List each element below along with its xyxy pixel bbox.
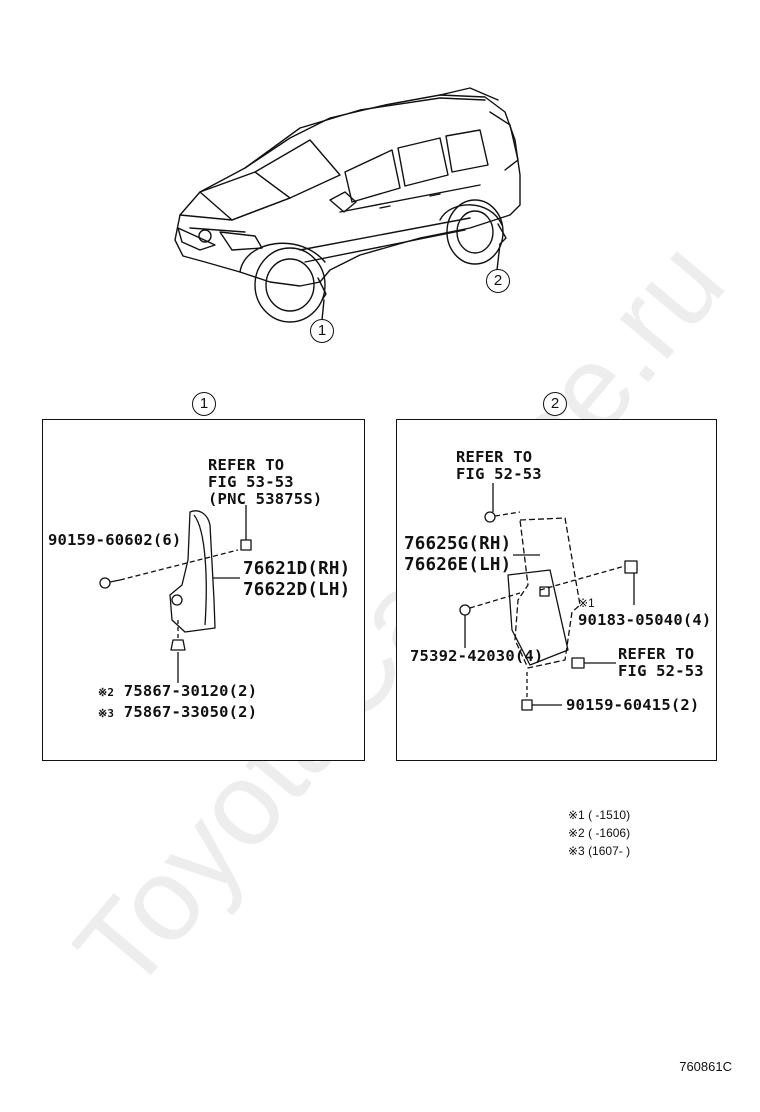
- refer-line-3: (PNC 53875S): [208, 490, 323, 508]
- clip-a-mark: ※2: [98, 686, 115, 699]
- panel-2-title: 2: [543, 392, 567, 416]
- part-bolt-90159-60415: 90159-60415(2): [566, 696, 700, 714]
- note-2: ※2 ( -1606): [568, 826, 631, 840]
- diagram-code: 760861C: [679, 1059, 732, 1074]
- refer-line-2: FIG 53-53: [208, 473, 294, 491]
- panel-1-title: 1: [192, 392, 216, 416]
- refer-bottom-line-2: FIG 52-53: [618, 662, 704, 680]
- part-mudflap-lh-front: 76622D(LH): [243, 580, 351, 600]
- refer-top-line-1: REFER TO: [456, 448, 533, 466]
- part-clip-b: ※3 75867-33050(2): [98, 703, 257, 721]
- note-3: ※3 (1607- ): [568, 844, 631, 858]
- part-mudflap-lh-rear: 76626E(LH): [404, 555, 512, 575]
- nut-mark: ※1: [578, 596, 595, 610]
- panel-front-mudguard: [42, 419, 365, 761]
- rear-mudflap-shape: [514, 517, 581, 669]
- part-nut-90183-05040: 90183-05040(4): [578, 611, 712, 629]
- callout-front-1: 1: [310, 319, 334, 343]
- panel-rear-mudguard: [396, 419, 717, 761]
- callout-rear-2: 2: [486, 269, 510, 293]
- part-mudflap-rh-front: 76621D(RH): [243, 559, 351, 579]
- part-clip-a: ※2 75867-30120(2): [98, 682, 257, 700]
- clip-a-part: 75867-30120(2): [123, 682, 258, 700]
- part-mudflap-rh-rear: 76625G(RH): [404, 534, 512, 554]
- part-screw-75392-42030: 75392-42030(4): [410, 647, 544, 665]
- refer-line-1: REFER TO: [208, 456, 285, 474]
- note-1: ※1 ( -1510): [568, 808, 631, 822]
- refer-bottom-line-1: REFER TO: [618, 645, 695, 663]
- refer-top-line-2: FIG 52-53: [456, 465, 542, 483]
- clip-b-mark: ※3: [98, 707, 115, 720]
- clip-b-part: 75867-33050(2): [123, 703, 258, 721]
- front-mudflap-shape: [169, 510, 216, 633]
- part-screw-90159-60602: 90159-60602(6): [48, 531, 182, 549]
